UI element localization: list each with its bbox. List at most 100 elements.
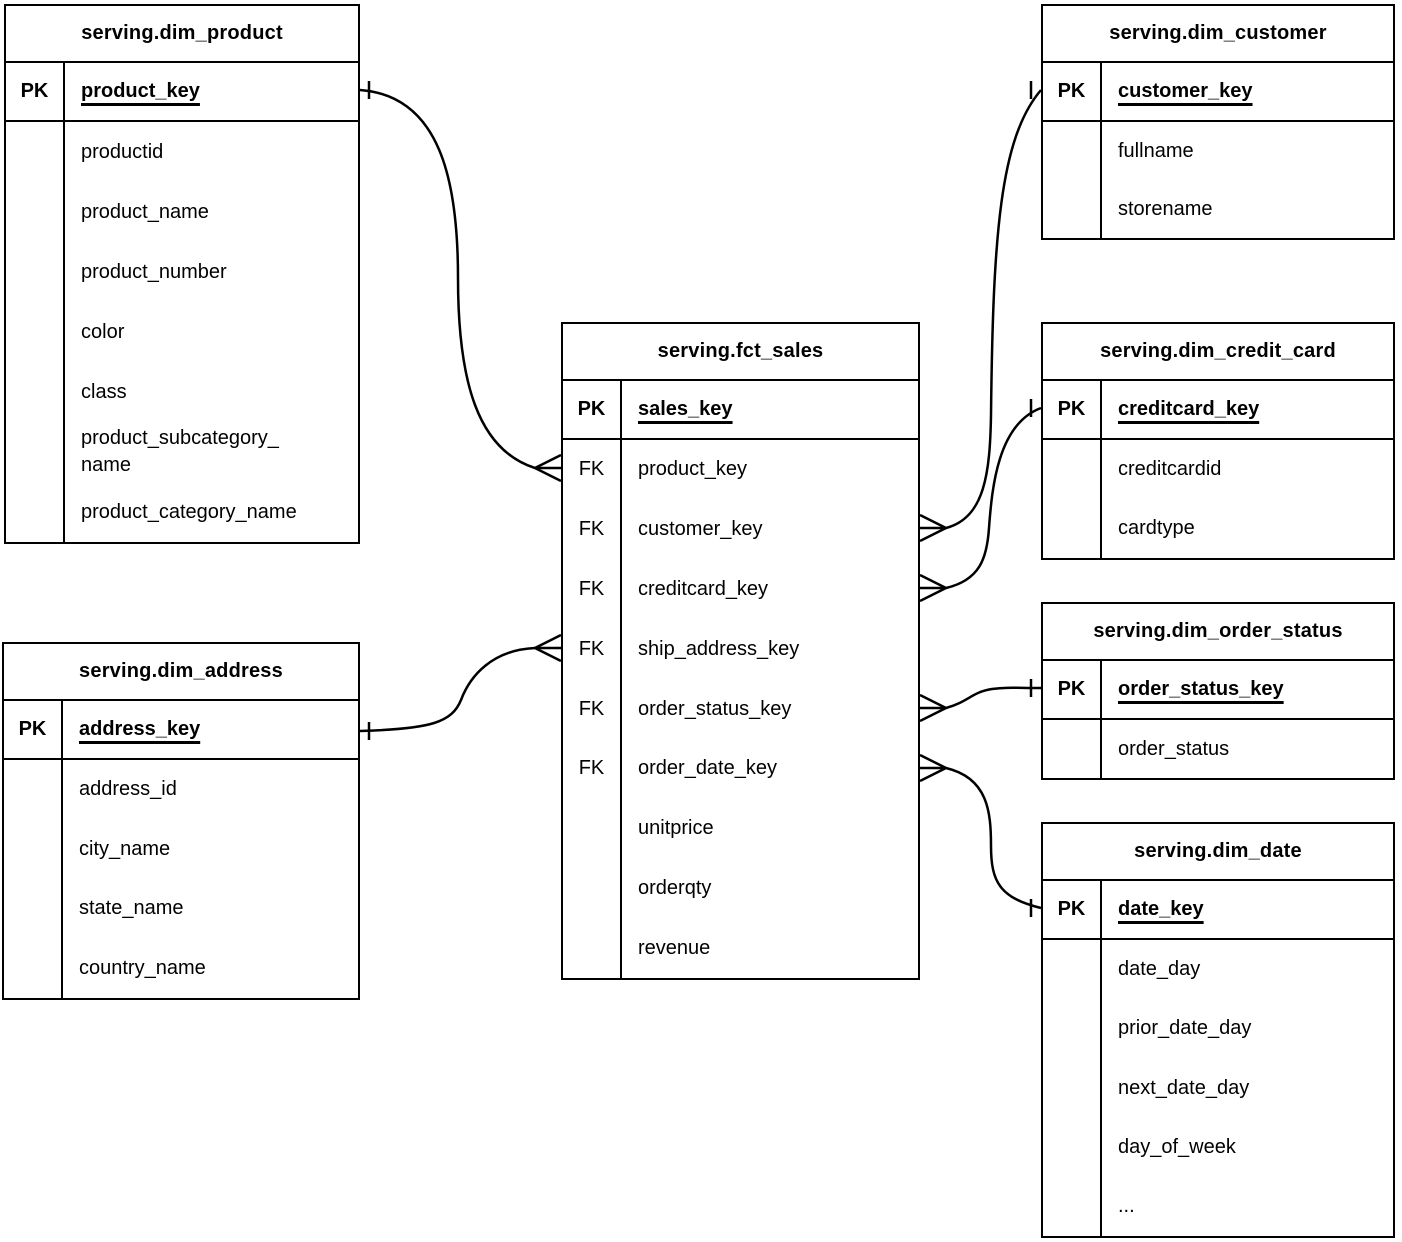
fk-badge [4, 938, 63, 998]
field-name: order_status_key [638, 697, 792, 720]
table-title: serving.dim_date [1043, 824, 1393, 881]
fk-badge: FK [563, 738, 622, 799]
pk-field-name: address_key [79, 718, 201, 740]
fk-badge [563, 798, 622, 859]
fk-badge [1043, 122, 1102, 180]
fk-badge: FK [563, 619, 622, 680]
crows-foot-many-marker [919, 513, 947, 543]
rel-fct-sales-dim-product [359, 81, 562, 483]
field-name: storename [1118, 197, 1213, 220]
field-row: FK order_status_key [563, 679, 918, 739]
fk-badge [4, 879, 63, 939]
table-body: order_status [1043, 720, 1393, 778]
rel-fct-sales-dim-customer [919, 81, 1042, 543]
field-name: product_subcategory_ name [81, 427, 279, 476]
pk-row: PK creditcard_key [1043, 381, 1393, 440]
field-row: order_status [1043, 720, 1393, 778]
fk-badge [1043, 1176, 1102, 1237]
field-row: productid [6, 122, 358, 182]
pk-badge: PK [1043, 881, 1102, 938]
field-name: state_name [79, 897, 184, 920]
field-row: product_name [6, 182, 358, 242]
fk-badge [1043, 1058, 1102, 1118]
field-name: product_name [81, 200, 209, 223]
field-name: ship_address_key [638, 637, 800, 660]
fk-badge [563, 858, 622, 919]
pk-badge: PK [6, 63, 65, 120]
pk-field-name: date_key [1118, 898, 1204, 920]
relationship-curve [920, 406, 1042, 590]
crows-foot-many-marker [534, 633, 562, 663]
pk-field-name: product_key [81, 80, 200, 102]
field-row: prior_date_day [1043, 999, 1393, 1059]
relationship-curve [359, 88, 561, 470]
field-name: unitprice [638, 817, 714, 840]
field-name: country_name [79, 956, 206, 979]
field-name: product_key [638, 458, 747, 481]
table-title: serving.fct_sales [563, 324, 918, 381]
field-row: revenue [563, 918, 918, 979]
fk-badge [1043, 940, 1102, 1000]
pk-row: PK sales_key [563, 381, 918, 440]
relationship-curve [920, 89, 1042, 530]
field-name: creditcardid [1118, 458, 1222, 480]
field-row: class [6, 362, 358, 422]
crows-foot-many-marker [919, 753, 947, 783]
fk-badge [1043, 499, 1102, 558]
field-row: product_subcategory_ name [6, 422, 358, 482]
table-title: serving.dim_address [4, 644, 358, 701]
fk-badge: FK [563, 679, 622, 739]
pk-badge: PK [563, 381, 622, 438]
field-name: day_of_week [1118, 1135, 1236, 1158]
table-title: serving.dim_credit_card [1043, 324, 1393, 381]
field-name: color [81, 320, 125, 343]
field-row: address_id [4, 760, 358, 820]
fk-badge [6, 482, 65, 542]
field-name: customer_key [638, 518, 763, 541]
table-title: serving.dim_product [6, 6, 358, 63]
fk-badge [563, 918, 622, 979]
field-row: state_name [4, 879, 358, 939]
field-name: order_status [1118, 737, 1230, 760]
table-title: serving.dim_order_status [1043, 604, 1393, 661]
relationship-curve [359, 646, 561, 733]
crows-foot-many-marker [919, 693, 947, 723]
fk-badge [1043, 180, 1102, 238]
field-name: city_name [79, 837, 171, 860]
crows-foot-many-marker [919, 573, 947, 603]
field-row: date_day [1043, 940, 1393, 1000]
fk-badge [1043, 440, 1102, 499]
table-title: serving.dim_customer [1043, 6, 1393, 63]
fk-badge [4, 760, 63, 820]
fk-badge [6, 422, 65, 482]
field-name: fullname [1118, 139, 1194, 162]
rel-fct-sales-dim-address [359, 633, 562, 740]
field-row: product_category_name [6, 482, 358, 542]
field-name: product_number [81, 260, 227, 283]
field-name: productid [81, 140, 164, 163]
pk-field-name: sales_key [638, 398, 733, 420]
pk-row: PK product_key [6, 63, 358, 122]
field-name: address_id [79, 778, 177, 801]
pk-badge: PK [1043, 63, 1102, 120]
pk-badge: PK [1043, 381, 1102, 438]
field-row: next_date_day [1043, 1058, 1393, 1118]
rel-fct-sales-dim-credit-card [919, 399, 1042, 603]
fk-badge [6, 362, 65, 422]
fk-badge [6, 122, 65, 182]
pk-field-name: creditcard_key [1118, 398, 1260, 420]
fk-badge [1043, 1117, 1102, 1177]
field-name: ... [1118, 1194, 1135, 1217]
pk-field-name: order_status_key [1118, 678, 1284, 700]
